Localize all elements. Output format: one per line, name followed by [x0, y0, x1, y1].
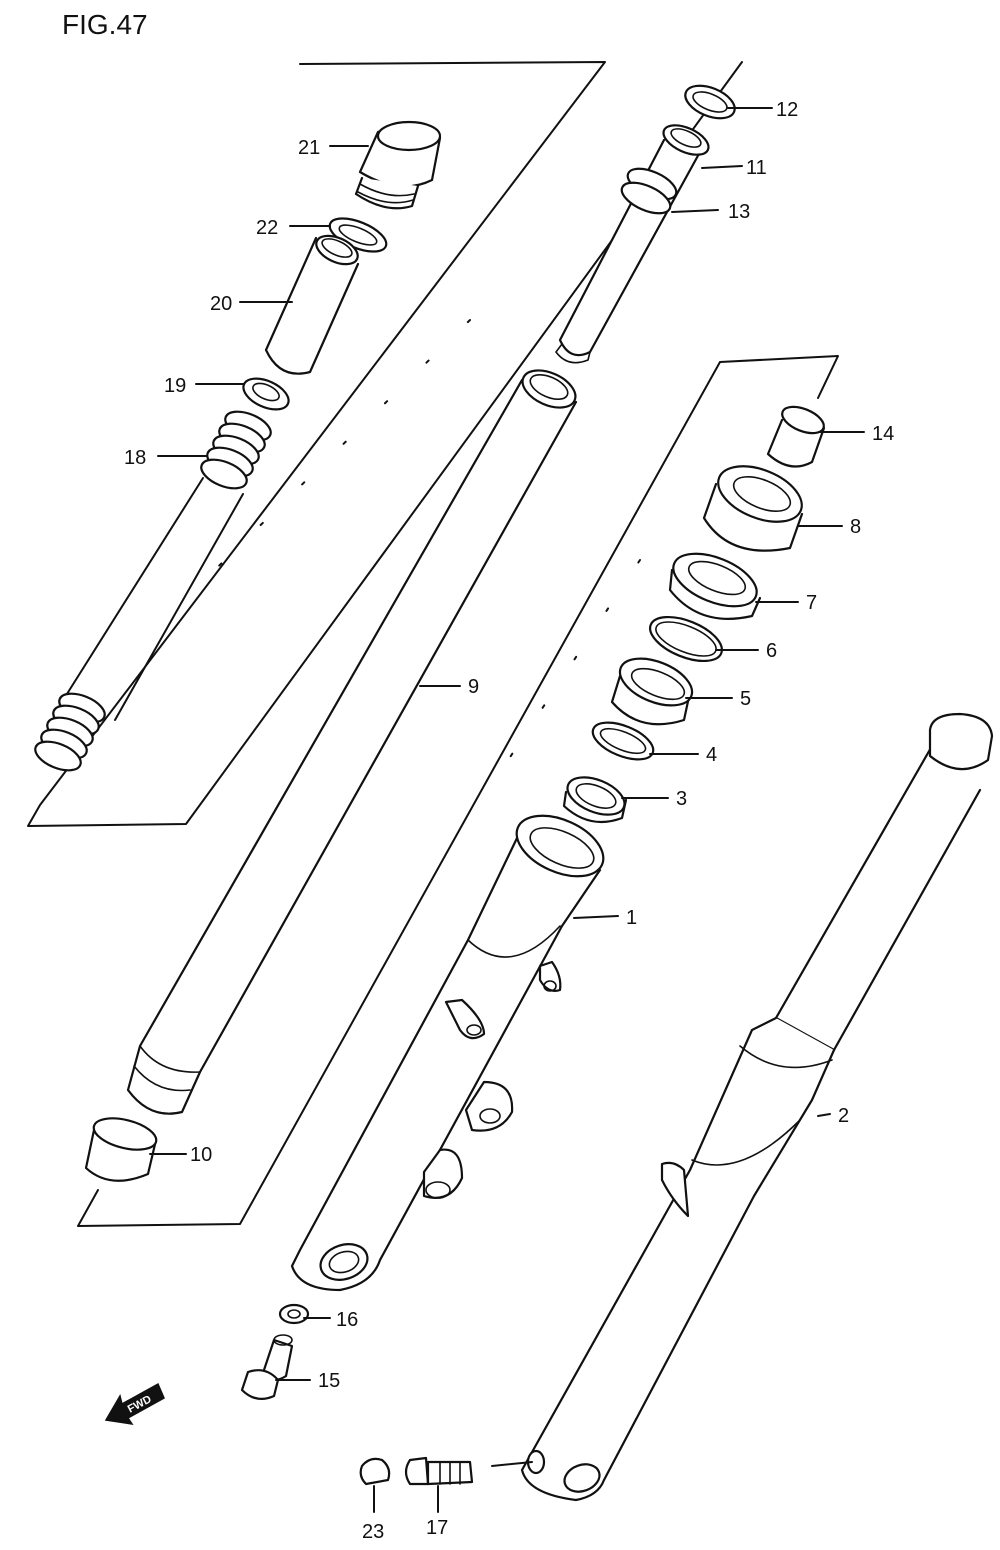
callout-7: 7	[806, 592, 817, 614]
leader-lines	[149, 107, 865, 1513]
callout-20: 20	[210, 293, 232, 315]
callout-13: 13	[728, 201, 750, 223]
figure-title: FIG.47	[62, 9, 148, 40]
forward-direction-arrow-icon: FWD	[104, 1382, 165, 1426]
callout-17: 17	[426, 1517, 448, 1539]
damper-rod-part-11	[554, 124, 710, 364]
front-fork-assembly-part-2	[520, 712, 994, 1502]
callout-19: 19	[164, 375, 186, 397]
dust-seal-part-8	[702, 465, 804, 552]
group-frame-middle	[77, 355, 839, 1227]
callout-22: 22	[256, 217, 278, 239]
outer-tube-part-1	[290, 814, 605, 1292]
fork-spring-part-18	[34, 410, 272, 772]
spacer-tube-part-20	[264, 234, 360, 375]
cap-part-23	[359, 1457, 391, 1486]
callout-14: 14	[872, 423, 894, 445]
callout-12: 12	[776, 99, 798, 121]
washer-part-19	[242, 377, 290, 411]
callout-3: 3	[676, 788, 687, 810]
stopper-ring-part-6	[649, 615, 723, 663]
callout-8: 8	[850, 516, 861, 538]
callout-11: 11	[746, 157, 767, 179]
callout-10: 10	[190, 1144, 212, 1166]
damper-rod-bolt-part-15	[240, 1334, 294, 1401]
callout-9: 9	[468, 676, 479, 698]
callout-labels: 1 2 3 4 5 6 7 8 9 10 11 12 13 14 15 16 1…	[124, 99, 894, 1543]
slide-bush-part-5	[610, 657, 694, 726]
callout-23: 23	[362, 1521, 384, 1543]
oil-lock-piece-part-14	[766, 405, 826, 468]
pinch-bolt-part-17	[404, 1456, 474, 1486]
callout-15: 15	[318, 1370, 340, 1392]
inner-tube-part-9	[126, 369, 578, 1115]
callout-2: 2	[838, 1105, 849, 1127]
callout-1: 1	[626, 907, 637, 929]
piston-ring-part-13	[620, 167, 678, 215]
cap-bolt-part-21	[354, 120, 442, 210]
washer-part-4	[591, 721, 655, 761]
ring-part-12	[684, 84, 736, 120]
slide-bush-part-10	[84, 1117, 158, 1182]
callout-18: 18	[124, 447, 146, 469]
callout-6: 6	[766, 640, 777, 662]
oil-seal-part-7	[668, 552, 762, 620]
group-frame-left	[27, 61, 743, 827]
callout-5: 5	[740, 688, 751, 710]
callout-21: 21	[298, 137, 320, 159]
slide-bush-part-3	[562, 776, 628, 824]
callout-16: 16	[336, 1309, 358, 1331]
gasket-part-16	[278, 1303, 310, 1325]
callout-4: 4	[706, 744, 717, 766]
